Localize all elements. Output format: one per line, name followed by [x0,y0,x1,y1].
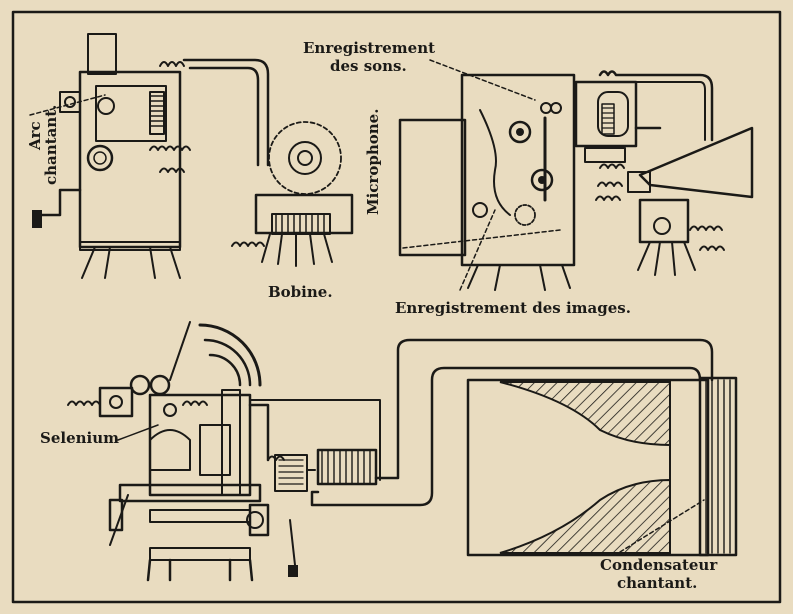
label-enregistrement-sons-1: Enregistrement [303,39,435,57]
film-magazine-left [398,118,467,257]
arc-lamp-lens [64,96,76,108]
film-reel [198,323,262,387]
recording-camera-group [398,59,662,291]
arc-electrode [97,97,115,115]
sound-cable [598,70,714,142]
camera-lens [86,144,114,172]
horn-speaker-group [627,126,754,276]
arc-camera-group [29,33,182,279]
microphone-membrane [268,121,342,195]
coil-block [149,91,165,135]
horn [638,126,754,199]
microphone-group [231,121,354,267]
condenser-group [466,376,738,557]
label-arc: Arc [26,121,44,151]
spring-wire-2 [149,145,191,151]
label-condensateur-2: chantant. [617,574,697,592]
projector-roller-1 [129,374,151,396]
coil-windings [149,95,165,127]
spring-wire-1 [159,61,185,67]
crank-knob [32,210,42,228]
condenser-pointer-line [619,499,705,553]
sprocket-mid [530,168,554,192]
film-gate [221,389,241,496]
image-pointer-line [402,229,561,249]
condenser-stack [698,376,738,557]
camera-top-box [87,33,117,75]
sprocket-low [472,202,488,218]
projector-roller-2 [149,374,171,396]
projector-group [67,321,298,582]
label-enregistrement-images: Enregistrement des images. [395,299,631,317]
condenser-cable-inner [310,366,702,507]
label-microphone: Microphone. [364,109,382,215]
selenium-lamp-box [98,386,134,418]
crank-handle [38,188,82,217]
condenser-cable-outer [374,338,714,480]
sound-pointer-line [429,59,536,101]
label-bobine: Bobine. [268,283,333,301]
camera-body [78,70,182,249]
label-enregistrement-sons-2: des sons. [330,57,407,75]
film-path [479,109,511,216]
condenser-lower-plate [499,478,671,554]
camera-legs [81,246,181,279]
condenser-frame [466,378,710,557]
label-chantant: chantant. [42,105,60,185]
cable-top [249,399,381,481]
condenser-upper-plate [499,381,671,447]
speaker-box [638,198,690,244]
arc-mic-cable [182,58,270,167]
mechanism-box [95,85,167,142]
arc-pointer-line [29,94,106,116]
label-selenium: Selenium [40,429,119,447]
label-condensateur-1: Condensateur [600,556,718,574]
bobine-coil [271,213,331,235]
sound-unit [574,80,638,148]
sprocket-top [508,120,532,144]
amplifier-coil [316,448,378,486]
outer-frame [11,10,782,604]
selenium-cell [149,429,191,471]
recording-camera-body [460,73,576,267]
transformer-box [274,454,308,492]
